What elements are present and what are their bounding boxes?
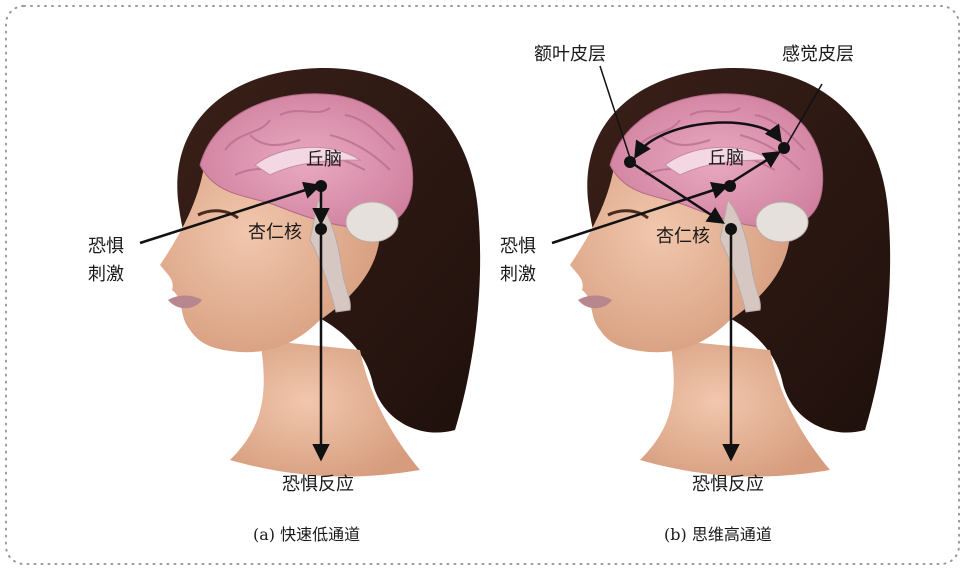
response-label: 恐惧反应 <box>692 474 764 495</box>
stimulus-label-2: 刺激 <box>88 264 124 285</box>
response-label: 恐惧反应 <box>282 474 354 495</box>
sensory-cortex-label: 感觉皮层 <box>782 44 854 65</box>
panel-b: 额叶皮层 感觉皮层 丘脑 杏仁核 恐惧 刺激 恐惧反应 (b) 思维高通道 <box>500 44 890 544</box>
stimulus-label-1: 恐惧 <box>88 236 124 257</box>
amygdala-dot <box>315 223 327 235</box>
thalamus-label: 丘脑 <box>708 148 744 169</box>
amygdala-label: 杏仁核 <box>248 222 302 243</box>
cerebellum <box>756 202 808 242</box>
caption-a: (a) 快速低通道 <box>253 525 360 544</box>
sensory-dot <box>778 142 790 154</box>
caption-b: (b) 思维高通道 <box>664 525 772 544</box>
amygdala-dot <box>725 223 737 235</box>
stimulus-label-2: 刺激 <box>500 264 536 285</box>
prefrontal-dot <box>624 156 636 168</box>
panel-a: 丘脑 杏仁核 恐惧 刺激 恐惧反应 (a) 快速低通道 <box>88 68 480 544</box>
amygdala-label: 杏仁核 <box>656 226 710 247</box>
cerebellum <box>346 202 398 242</box>
thalamus-dot <box>724 180 736 192</box>
thalamus-label: 丘脑 <box>306 149 342 170</box>
thalamus-dot <box>315 180 327 192</box>
prefrontal-label: 额叶皮层 <box>534 44 606 65</box>
stimulus-label-1: 恐惧 <box>500 236 536 257</box>
